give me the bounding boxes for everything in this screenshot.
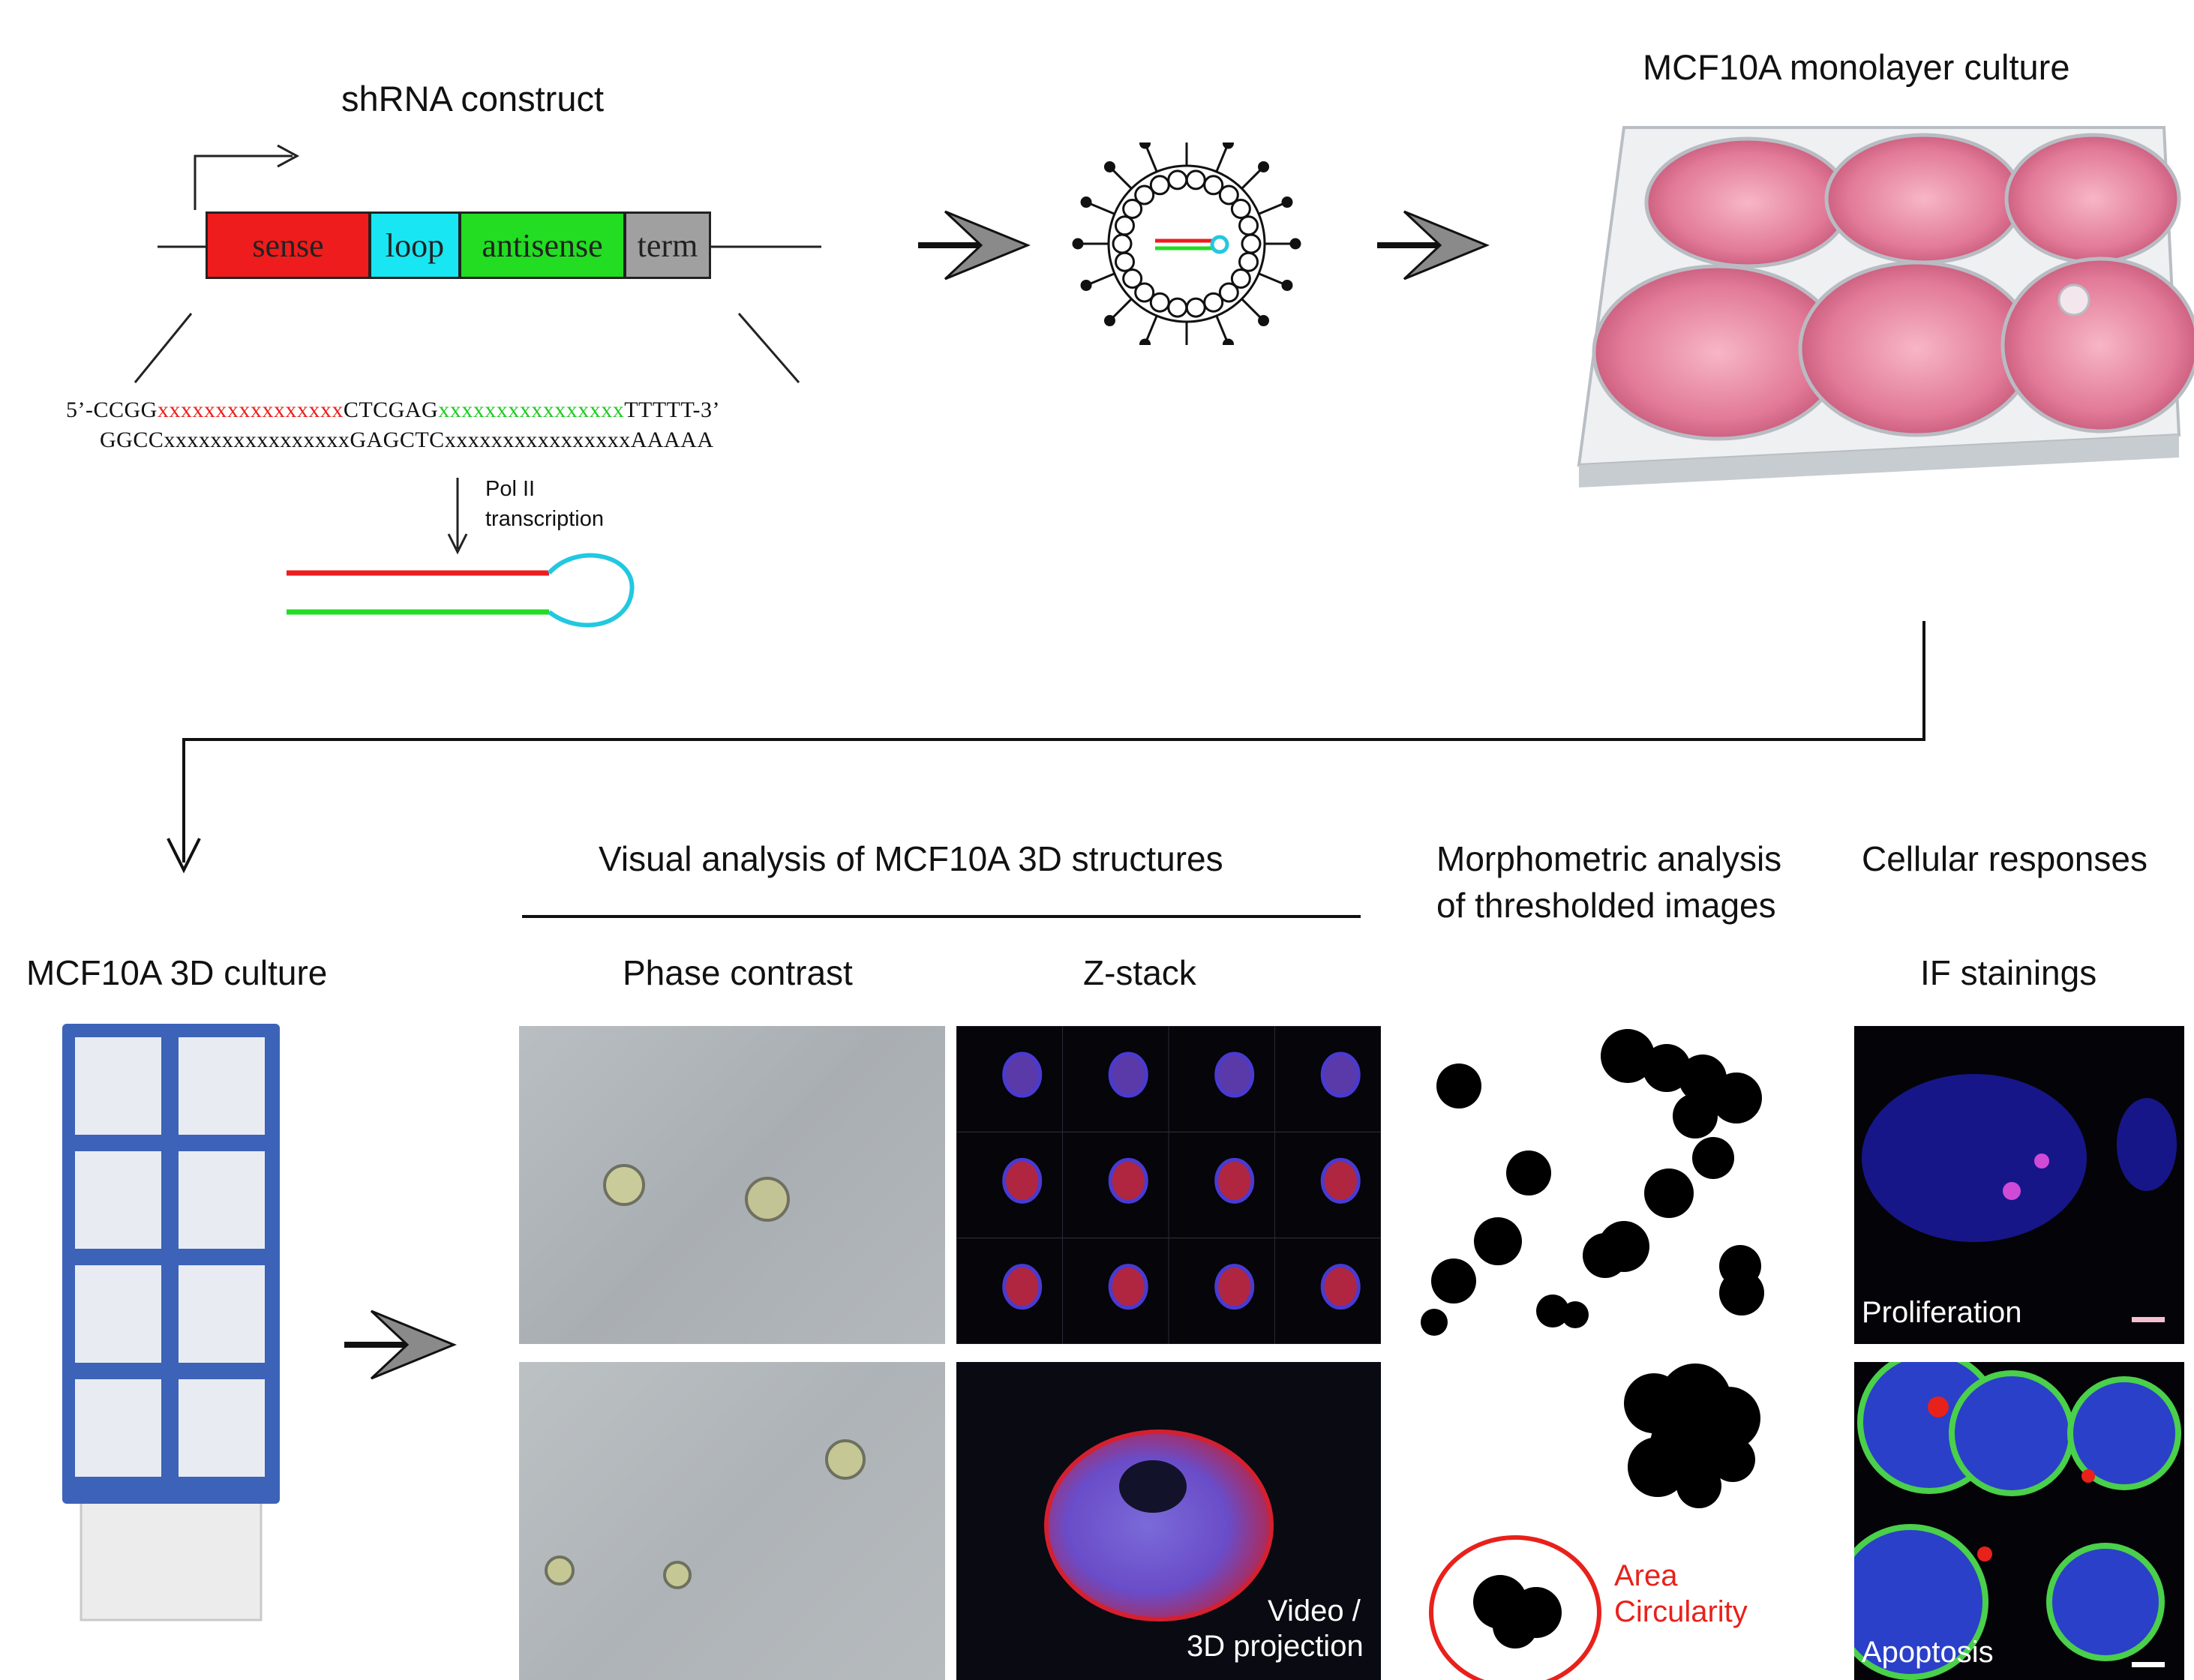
construct-backbone [158,245,821,248]
visual-analysis-title: Visual analysis of MCF10A 3D structures [599,839,1223,878]
morpho-title-1: Morphometric analysis [1436,839,1782,878]
visual-underline [522,915,1361,918]
transcription-label-1: Pol II [485,477,536,501]
sense-segment: sense [206,212,371,279]
seq-antisense-x: xxxxxxxxxxxxxxxx [438,398,625,422]
promoter-arrow-icon [194,144,300,210]
loop-segment: loop [369,212,461,279]
culture3d-title: MCF10A 3D culture [26,953,328,992]
construct-title: shRNA construct [341,79,605,118]
seq-prefix: 5’-CCGG [66,398,158,422]
proliferation-label: Proliferation [1862,1296,2022,1329]
morpho-title-2: of thresholded images [1436,886,1776,925]
six-well-plate-photo [1577,126,2194,488]
phase-contrast-image-top [519,1026,945,1344]
lentivirus-icon [1072,142,1301,345]
monolayer-title: MCF10A monolayer culture [1643,47,2070,87]
hairpin-icon [287,553,635,628]
chevron-arrow-icon-3 [344,1310,457,1380]
chamber-slide-photo [62,1024,280,1622]
seq-sense-x: xxxxxxxxxxxxxxxx [157,398,344,422]
chevron-arrow-icon-2 [1377,210,1490,280]
chevron-arrow-icon-1 [918,210,1031,280]
thresholded-image-bottom: Area Circularity [1403,1362,1835,1680]
if-stainings-title: IF stainings [1920,953,2097,992]
3d-projection-image: Video / 3D projection [956,1362,1381,1680]
term-segment: term [624,212,711,279]
thresholded-image-top [1403,1026,1835,1344]
apoptosis-image: Apoptosis [1854,1362,2184,1680]
transcription-label-2: transcription [485,507,604,531]
phase-contrast-image-bottom [519,1362,945,1680]
video-label-2: 3D projection [1187,1630,1364,1663]
antisense-segment: antisense [459,212,626,279]
cellular-title: Cellular responses [1862,839,2147,878]
zstack-montage-image [956,1026,1381,1344]
sequence-top: 5’-CCGGxxxxxxxxxxxxxxxxCTCGAGxxxxxxxxxxx… [66,398,720,423]
zstack-title: Z-stack [1083,953,1196,992]
zoom-lines [134,313,800,383]
transcription-arrow-icon [447,478,468,555]
phase-contrast-title: Phase contrast [623,953,853,992]
area-label: Area [1614,1559,1678,1592]
apoptosis-label: Apoptosis [1862,1636,1994,1669]
proliferation-image: Proliferation [1854,1026,2184,1344]
seq-suffix: TTTTT-3’ [624,398,721,422]
circularity-label: Circularity [1614,1595,1748,1628]
seq-mid: CTCGAG [343,398,439,422]
video-label-1: Video / [1268,1594,1361,1628]
connector-arrow [167,621,1925,874]
sequence-bottom: GGCCxxxxxxxxxxxxxxxxGAGCTCxxxxxxxxxxxxxx… [100,428,714,452]
